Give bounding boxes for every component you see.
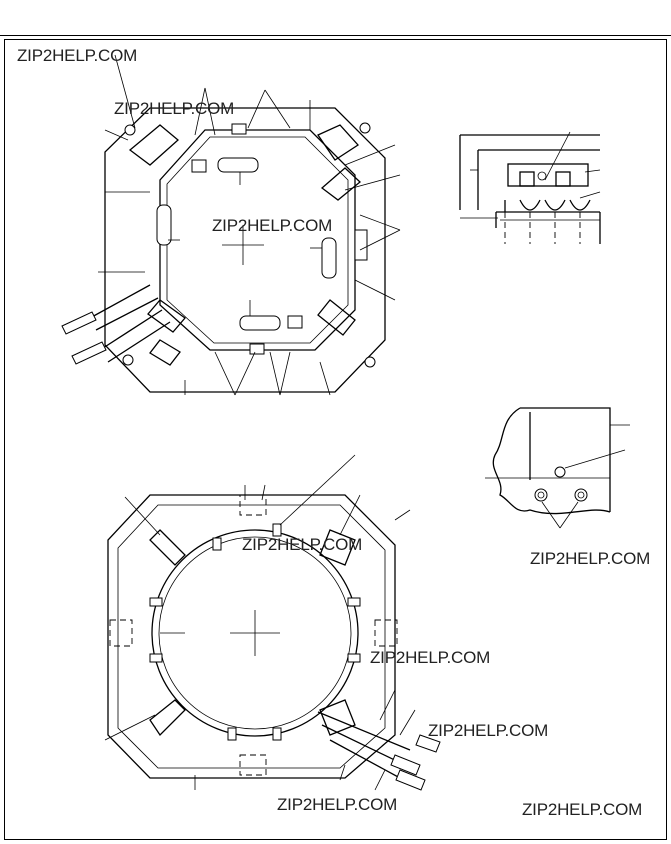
- watermark-2: ZIP2HELP.COM: [114, 99, 235, 118]
- watermark-1: ZIP2HELP.COM: [17, 46, 138, 65]
- watermark-4: ZIP2HELP.COM: [242, 535, 363, 554]
- header-rule: [0, 35, 671, 36]
- page-frame: [4, 39, 667, 840]
- top-right-detail: [459, 131, 601, 244]
- middle-right-detail: [485, 407, 630, 529]
- watermark-5: ZIP2HELP.COM: [530, 549, 651, 568]
- bottom-octagon-assembly: [104, 454, 441, 791]
- watermark-9: ZIP2HELP.COM: [522, 800, 643, 819]
- top-octagon-assembly: [61, 54, 401, 396]
- watermark-3: ZIP2HELP.COM: [212, 216, 333, 235]
- watermark-7: ZIP2HELP.COM: [428, 721, 549, 740]
- watermark-8: ZIP2HELP.COM: [277, 795, 398, 814]
- watermark-6: ZIP2HELP.COM: [370, 648, 491, 667]
